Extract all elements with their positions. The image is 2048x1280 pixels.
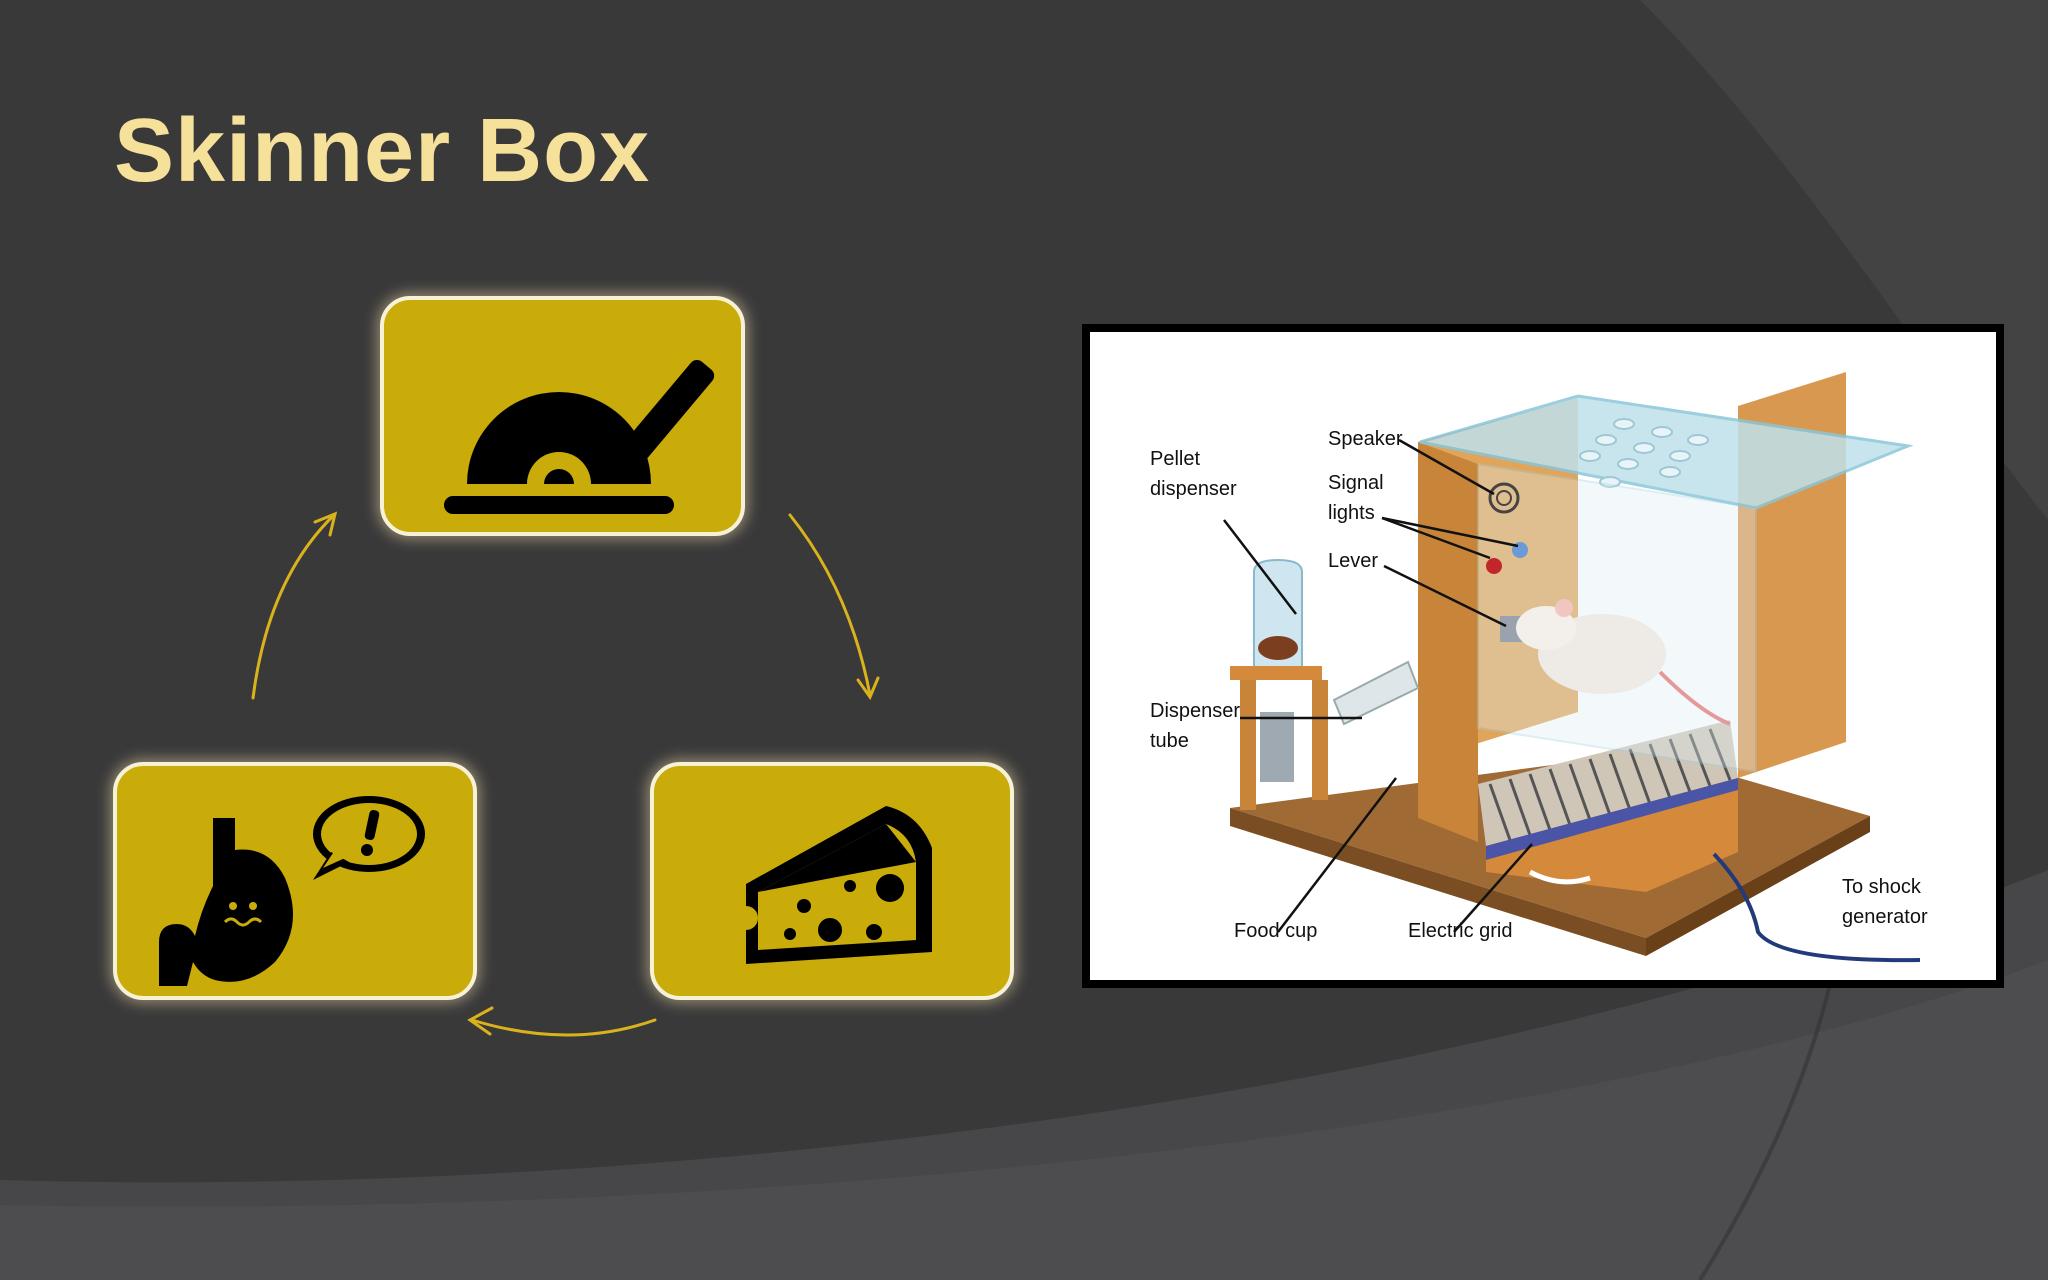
label-speaker: Speaker — [1328, 428, 1403, 450]
slide-title: Skinner Box — [114, 101, 651, 201]
label-lever: Lever — [1328, 550, 1379, 572]
lever-tile — [380, 296, 745, 536]
label-pellet-dispenser: Pellet dispenser — [1150, 448, 1237, 500]
hungry-stomach-icon — [159, 796, 425, 986]
diagram-canvas: Pellet dispenser Speaker Signal lights L… — [1090, 332, 1996, 980]
cheese-icon — [746, 806, 932, 964]
label-dispenser-tube: Dispenser tube — [1150, 700, 1241, 752]
label-electric-grid: Electric grid — [1408, 920, 1513, 942]
arrow-hunger-to-lever — [251, 514, 335, 700]
skinner-box-diagram: Pellet dispenser Speaker Signal lights L… — [1082, 324, 2004, 988]
label-to-shock-generator: To shock generator — [1842, 876, 1928, 928]
lever-icon — [444, 360, 715, 514]
hunger-tile — [113, 762, 477, 1000]
label-food-cup: Food cup — [1234, 920, 1318, 942]
arrow-lever-to-cheese — [788, 513, 872, 697]
arrow-cheese-to-hunger — [470, 1018, 657, 1037]
label-signal-lights: Signal lights — [1328, 472, 1384, 524]
cheese-tile — [650, 762, 1014, 1000]
skinner-box-illustration — [1223, 372, 1921, 963]
